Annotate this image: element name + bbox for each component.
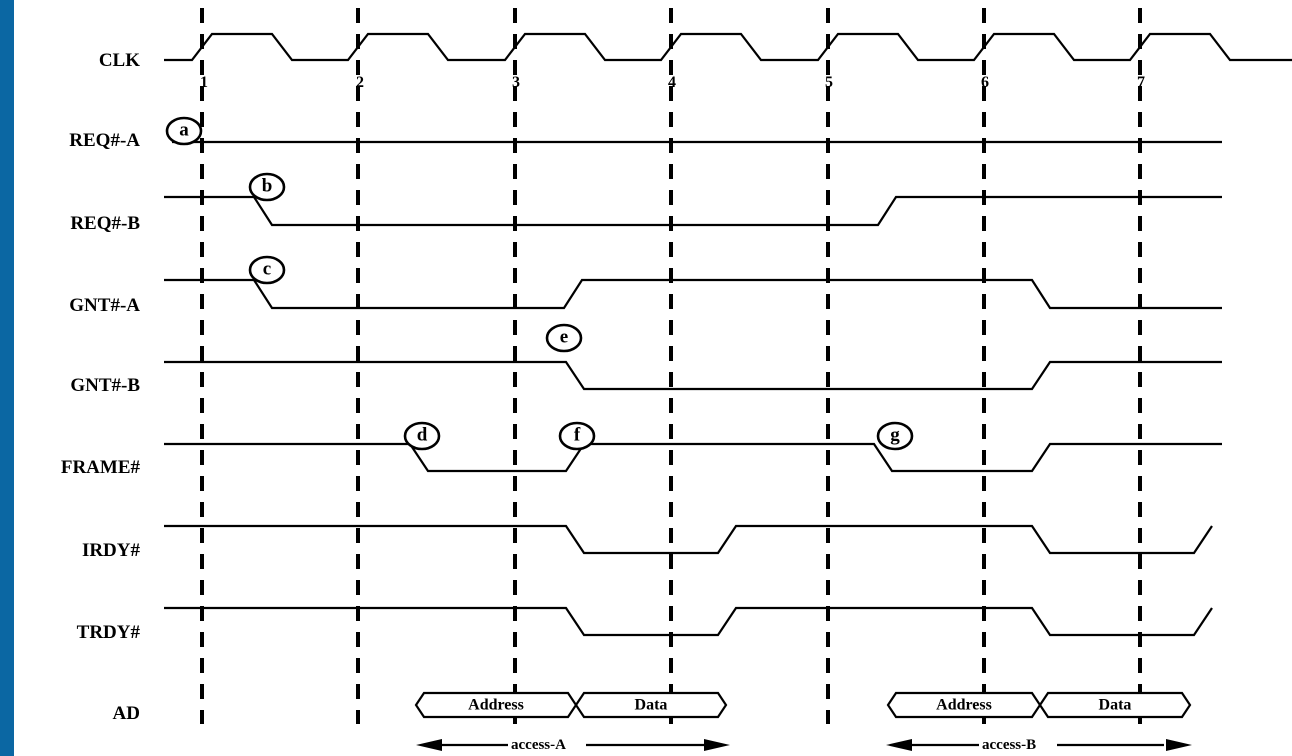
access-range-b: access-B	[886, 737, 1192, 753]
marker-b: b	[248, 172, 286, 202]
signal-label-ad: AD	[113, 703, 140, 724]
waveforms	[164, 32, 1292, 637]
event-markers: a b c d e f g	[165, 116, 914, 451]
marker-e: e	[545, 323, 583, 353]
marker-d: d	[403, 421, 441, 451]
clock-edge-lines	[200, 8, 1142, 724]
clock-tick-1: 1	[200, 74, 208, 91]
marker-f: f	[558, 421, 596, 451]
clock-tick-labels: 1 2 3 4 5 6 7	[200, 74, 1145, 91]
timing-diagram-panel: CLK REQ#-A REQ#-B GNT#-A GNT#-B FRAME# I…	[14, 0, 1292, 756]
waveform-frame	[164, 442, 1222, 473]
marker-g: g	[876, 421, 914, 451]
marker-c-label: c	[263, 259, 271, 280]
timing-diagram: CLK REQ#-A REQ#-B GNT#-A GNT#-B FRAME# I…	[61, 8, 1292, 753]
waveform-gnt-b	[164, 360, 1222, 391]
bus-segment-data-a: Data	[574, 691, 728, 719]
bus-segment-address-b-label: Address	[936, 697, 992, 714]
signal-label-trdy: TRDY#	[77, 622, 141, 643]
access-ranges: access-A access-B	[416, 737, 1192, 753]
waveform-clk	[164, 32, 1292, 62]
marker-d-label: d	[417, 425, 428, 446]
clock-tick-6: 6	[981, 74, 989, 91]
marker-f-label: f	[574, 425, 581, 446]
bus-segment-data-b: Data	[1038, 691, 1192, 719]
access-range-a-left-arrowhead	[416, 739, 442, 751]
access-range-a-label: access-A	[511, 737, 566, 753]
waveform-gnt-a	[164, 278, 1222, 310]
signal-label-frame: FRAME#	[61, 457, 141, 478]
bus-segment-data-b-label: Data	[1099, 697, 1132, 714]
access-range-b-left-arrowhead	[886, 739, 912, 751]
access-range-b-label: access-B	[982, 737, 1036, 753]
marker-b-label: b	[262, 176, 273, 197]
signal-label-req-a: REQ#-A	[69, 130, 140, 151]
bus-segment-address-a: Address	[414, 691, 578, 719]
signal-label-irdy: IRDY#	[82, 540, 141, 561]
marker-a: a	[165, 116, 203, 146]
bus-segment-address-b: Address	[886, 691, 1042, 719]
access-range-a-right-arrowhead	[704, 739, 730, 751]
waveform-trdy	[164, 606, 1213, 637]
ad-bus: Address Data Address Data	[414, 691, 1192, 719]
clock-tick-5: 5	[825, 74, 833, 91]
access-range-b-right-arrowhead	[1166, 739, 1192, 751]
marker-g-label: g	[890, 425, 900, 446]
access-range-a: access-A	[416, 737, 730, 753]
bus-segment-address-a-label: Address	[468, 697, 524, 714]
clock-tick-4: 4	[668, 74, 676, 91]
clock-tick-2: 2	[356, 74, 364, 91]
bus-segment-data-a-label: Data	[635, 697, 668, 714]
signal-label-clk: CLK	[99, 50, 140, 71]
waveform-req-b	[164, 195, 1222, 227]
marker-c: c	[248, 255, 286, 285]
signal-label-req-b: REQ#-B	[70, 213, 140, 234]
signal-label-gnt-b: GNT#-B	[70, 375, 140, 396]
signal-label-gnt-a: GNT#-A	[69, 295, 140, 316]
signal-labels: CLK REQ#-A REQ#-B GNT#-A GNT#-B FRAME# I…	[61, 50, 141, 724]
marker-e-label: e	[560, 327, 568, 348]
clock-tick-7: 7	[1137, 74, 1145, 91]
marker-a-label: a	[179, 120, 189, 141]
waveform-irdy	[164, 524, 1213, 555]
clock-tick-3: 3	[512, 74, 520, 91]
